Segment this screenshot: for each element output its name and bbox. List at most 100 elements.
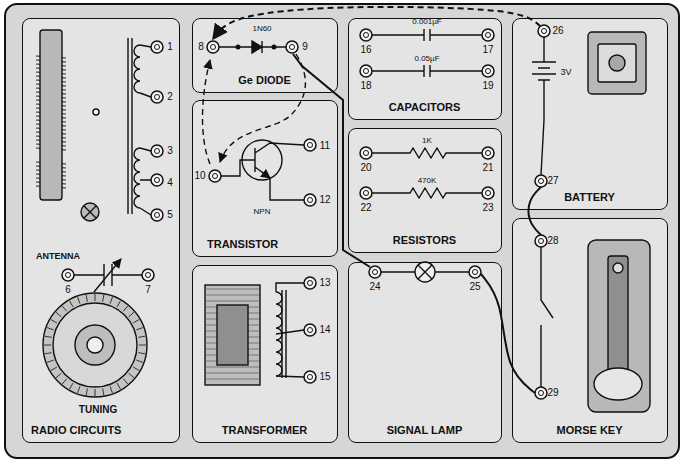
- terminal-ring: [304, 139, 316, 151]
- knurl-tick: [45, 353, 52, 354]
- terminal-post: [486, 151, 491, 156]
- dial-knob: [75, 325, 115, 365]
- terminal-number: 24: [369, 282, 380, 292]
- board-outline: [5, 4, 679, 458]
- terminal: [286, 41, 298, 53]
- terminal-ring: [535, 175, 547, 187]
- knurl-tick: [110, 386, 112, 393]
- knurl-tick: [133, 367, 139, 371]
- laminations: [206, 289, 259, 379]
- terminal: [209, 170, 221, 182]
- terminal: [535, 387, 547, 399]
- secondary-coil: [134, 148, 140, 208]
- panel-fill: [192, 265, 338, 443]
- terminal-post: [364, 151, 369, 156]
- lamination: [206, 295, 259, 296]
- terminal-ring: [482, 147, 494, 159]
- terminal: [304, 277, 316, 289]
- tuning-dial: [43, 293, 147, 397]
- terminal: [535, 235, 547, 247]
- component-label: NPN: [254, 208, 271, 216]
- terminal-number: 10: [194, 171, 205, 181]
- component-panel: BATTERY: [512, 18, 668, 210]
- component-panel: RADIO CIRCUITS: [22, 18, 180, 443]
- panel-fill: [192, 18, 338, 93]
- terminal-number: 28: [547, 236, 558, 246]
- transistor-leads: [221, 143, 304, 200]
- terminal: [535, 175, 547, 187]
- knurl-tick: [139, 345, 146, 346]
- component-label: 1N60: [252, 25, 271, 33]
- knurl-tick: [51, 320, 57, 324]
- panel-title: RADIO CIRCUITS: [31, 425, 121, 436]
- terminal-post: [486, 33, 491, 38]
- terminal-ring: [151, 91, 163, 103]
- terminal-ring: [151, 41, 163, 53]
- panel-fill: [348, 18, 502, 120]
- terminal-ring: [360, 147, 372, 159]
- terminal: [482, 65, 494, 77]
- terminal: [360, 187, 372, 199]
- knurl-tick: [129, 373, 134, 377]
- panel-fill: [512, 218, 668, 443]
- terminal-ring: [482, 187, 494, 199]
- current-flow-line: [203, 60, 211, 164]
- component-panel: RESISTORS: [348, 128, 502, 253]
- terminal-number: 12: [319, 195, 330, 205]
- terminal-number: 25: [469, 282, 480, 292]
- diode-symbol: [252, 41, 262, 53]
- terminal-ring: [151, 209, 163, 221]
- terminal-post: [539, 391, 544, 396]
- variable-arrow: [94, 259, 121, 292]
- terminal-ring: [209, 170, 221, 182]
- knurl-tick: [123, 306, 127, 311]
- battery-holder: [588, 32, 646, 94]
- terminal: [360, 29, 372, 41]
- emitter-arrow: [262, 172, 270, 178]
- knurl-tick: [62, 379, 66, 384]
- transformer-leads: [276, 283, 304, 377]
- terminal-number: 7: [145, 285, 151, 295]
- knurl-tick: [78, 297, 80, 304]
- terminal: [304, 324, 316, 336]
- terminal-number: 5: [167, 210, 173, 220]
- terminal-ring: [151, 145, 163, 157]
- capacitor-symbol: [372, 65, 482, 77]
- primary-coil: [134, 45, 140, 93]
- terminal: [482, 147, 494, 159]
- terminal-post: [539, 239, 544, 244]
- wire: [293, 54, 370, 267]
- panel-fill: [22, 18, 180, 443]
- knurl-tick: [70, 383, 74, 389]
- knurl-tick: [136, 328, 143, 330]
- knurl-tick: [47, 360, 54, 362]
- terminal-ring: [304, 324, 316, 336]
- terminal-number: 22: [360, 203, 371, 213]
- terminal-ring: [142, 269, 154, 281]
- transformer-core: [205, 285, 260, 385]
- component-panel: TRANSFORMER: [192, 265, 338, 443]
- terminal-ring: [286, 41, 298, 53]
- panel-title: MORSE KEY: [556, 425, 622, 436]
- terminal-number: 15: [319, 372, 330, 382]
- terminal-post: [486, 191, 491, 196]
- lamination: [206, 289, 259, 290]
- terminal-post: [364, 69, 369, 74]
- knurl-tick: [110, 297, 112, 304]
- terminal-ring: [360, 65, 372, 77]
- terminal-number: 1: [167, 42, 173, 52]
- terminal: [360, 147, 372, 159]
- terminal-ring: [369, 266, 381, 278]
- terminal-ring: [535, 387, 547, 399]
- terminal-post: [211, 45, 216, 50]
- key-knob: [594, 368, 642, 400]
- panel-fill: [348, 128, 502, 253]
- terminal-number: 4: [167, 178, 173, 188]
- key-base: [588, 240, 650, 412]
- terminal-ring: [207, 41, 219, 53]
- knurl-tick: [117, 383, 121, 389]
- panel-title: Ge DIODE: [238, 75, 291, 86]
- terminal-post: [308, 198, 313, 203]
